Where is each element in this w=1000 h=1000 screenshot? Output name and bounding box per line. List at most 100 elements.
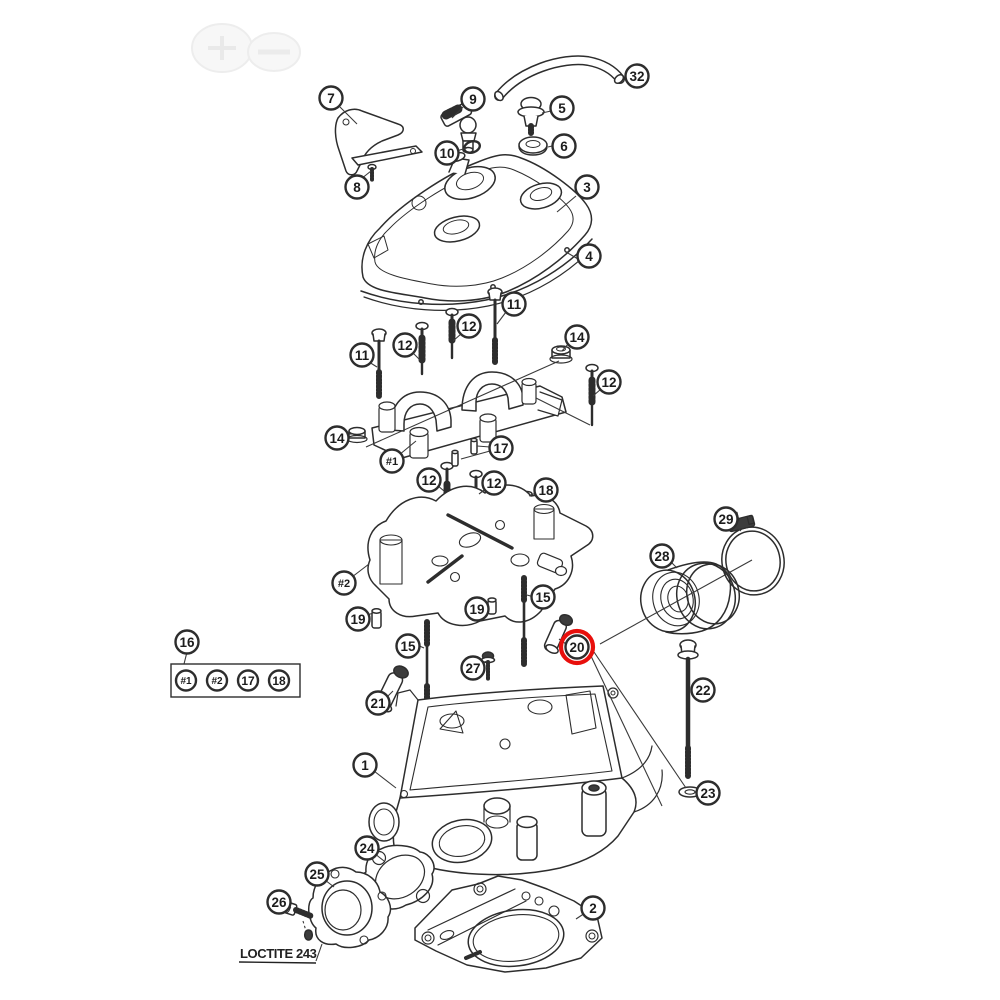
callout-circle <box>533 477 559 503</box>
callout-22: 22 <box>690 677 716 703</box>
callout-circle <box>318 85 344 111</box>
callout-18: 18 <box>533 477 559 503</box>
callout-circle <box>354 835 380 861</box>
loctite-note-underline <box>238 961 317 964</box>
callout-8: 8 <box>344 174 370 200</box>
callout-2: 2 <box>580 895 606 921</box>
callout-number: 14 <box>329 431 345 446</box>
callout-15: 15 <box>530 584 556 610</box>
callout-1: 1 <box>352 752 378 778</box>
callout-num1: #1 <box>379 448 405 474</box>
cover-gasket-part <box>360 238 596 311</box>
callout-number: 27 <box>465 661 480 676</box>
bolt-part-12b <box>415 321 429 376</box>
callout-circle <box>304 861 330 887</box>
callout-number: 18 <box>272 674 286 688</box>
callout-circle <box>379 448 405 474</box>
callout-circle <box>488 435 514 461</box>
callout-number: 29 <box>718 512 733 527</box>
callout-circle <box>324 425 350 451</box>
callout-circle <box>690 677 716 703</box>
intake-boot-part <box>639 561 741 635</box>
callout-number: 11 <box>355 348 370 363</box>
callout-17: 17 <box>236 669 260 692</box>
callout-circle <box>349 342 375 368</box>
loctite-pellet <box>304 929 313 941</box>
callout-circle <box>416 467 442 493</box>
callout-number: 32 <box>629 69 644 84</box>
callout-circle <box>574 174 600 200</box>
callout-circle <box>649 543 675 569</box>
callout-20-highlighted: 20 <box>558 628 596 666</box>
watermark <box>191 23 301 73</box>
callout-circle <box>460 655 486 681</box>
callout-number: 18 <box>538 483 554 498</box>
callout-circle <box>695 780 721 806</box>
callout-number: 20 <box>569 640 584 655</box>
callout-29: 29 <box>713 506 739 532</box>
callout-number: 19 <box>469 602 484 617</box>
callout-circle <box>501 291 527 317</box>
screw-part-8 <box>367 163 377 182</box>
callout-24: 24 <box>354 835 380 861</box>
callout-number: 12 <box>461 319 476 334</box>
callout-number: 22 <box>695 683 710 698</box>
callout-circle <box>174 669 198 692</box>
callout-number: 2 <box>589 901 597 916</box>
callout-circle <box>530 584 556 610</box>
callout-circle <box>564 324 590 350</box>
callout-circle <box>481 470 507 496</box>
callout-number: 3 <box>583 180 591 195</box>
callout-circle <box>345 606 371 632</box>
callout-number: 24 <box>359 841 375 856</box>
callout-number: 12 <box>486 476 501 491</box>
loctite-note: LOCTITE 243 <box>238 946 317 964</box>
callout-number: 10 <box>439 146 454 161</box>
callout-27: 27 <box>460 655 486 681</box>
callout-28: 28 <box>649 543 675 569</box>
callout-14: 14 <box>564 324 590 350</box>
callout-number: #2 <box>338 578 350 590</box>
grommet-part <box>518 136 548 156</box>
callout-circle <box>236 669 260 692</box>
callout-number: 17 <box>493 441 508 456</box>
callout-circle <box>395 633 421 659</box>
highlight-ring <box>558 628 596 666</box>
callout-number: 11 <box>507 297 522 312</box>
callout-4: 4 <box>576 243 602 269</box>
callout-circle <box>580 895 606 921</box>
bolt-part-11b <box>371 328 387 399</box>
callout-circle <box>174 629 200 655</box>
callout-5: 5 <box>549 95 575 121</box>
dowel-part-19a <box>371 608 382 629</box>
cylinder-head-part <box>368 685 663 876</box>
callout-circle <box>464 596 490 622</box>
callout-18: 18 <box>267 669 291 692</box>
callout-number: #2 <box>211 676 223 687</box>
head-gasket-part <box>414 875 603 973</box>
callout-14: 14 <box>324 425 350 451</box>
elbow-fitting-part <box>440 101 477 154</box>
callout-21: 21 <box>365 690 391 716</box>
callout-circle <box>576 243 602 269</box>
callout-16: 16 <box>174 629 200 655</box>
callout-number: 15 <box>400 639 416 654</box>
callout-number: 15 <box>535 590 551 605</box>
callout-number: 5 <box>558 101 566 116</box>
callout-19: 19 <box>345 606 371 632</box>
callout-number: 8 <box>353 180 361 195</box>
callout-12: 12 <box>596 369 622 395</box>
callout-circle <box>434 140 460 166</box>
callout-num2: #2 <box>205 669 229 692</box>
long-bolt-part-22 <box>677 639 699 779</box>
exhaust-flange-part <box>308 866 392 949</box>
callout-11: 11 <box>501 291 527 317</box>
callout-circle <box>365 690 391 716</box>
callout-circle <box>267 669 291 692</box>
callout-number: 12 <box>397 338 412 353</box>
nut-part-14a <box>549 345 573 364</box>
